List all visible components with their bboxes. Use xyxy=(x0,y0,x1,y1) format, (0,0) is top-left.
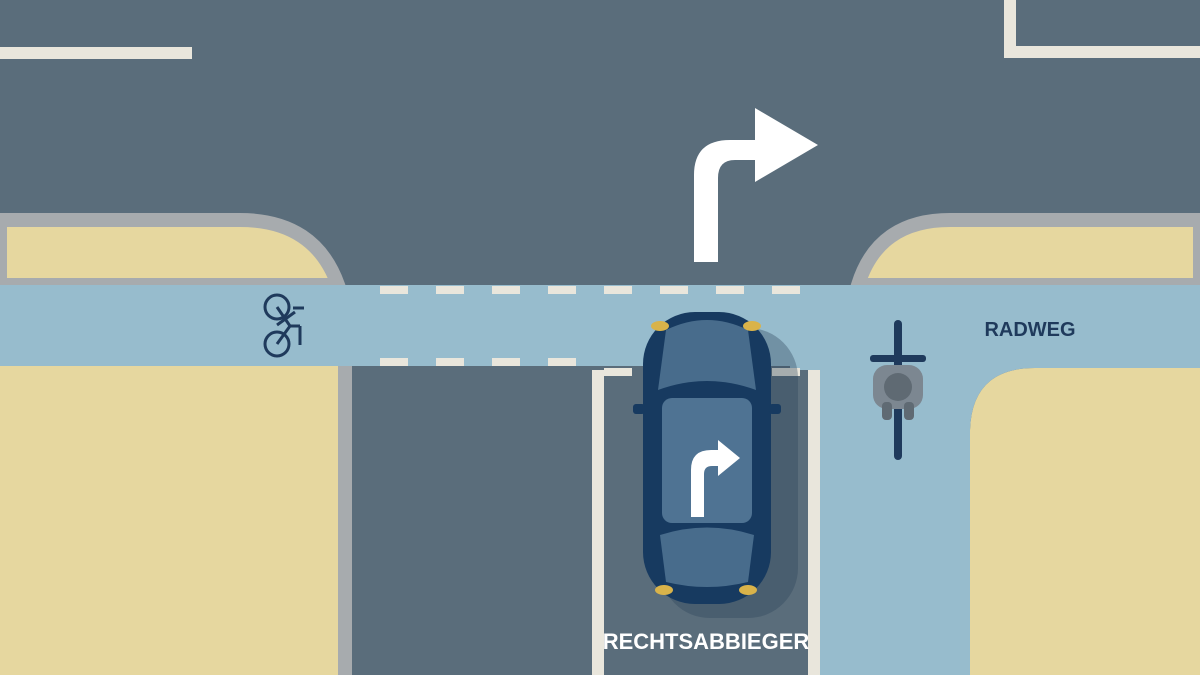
curb-bottom-left xyxy=(338,366,352,675)
sidewalk-top-right xyxy=(848,213,1200,292)
lane-marking-top-left xyxy=(0,47,192,59)
cyclist-icon xyxy=(870,320,926,460)
turn-lane-border-right xyxy=(808,370,820,675)
right-turn-arrow-icon xyxy=(694,108,818,262)
turn-lane-border-left xyxy=(592,370,604,675)
sidewalk-bottom-left xyxy=(0,366,338,675)
sidewalk-top-left xyxy=(0,213,348,292)
sidewalk-bottom-right xyxy=(970,368,1200,675)
lane-marking-top-right xyxy=(1004,0,1200,58)
turn-lane-label: RECHTSABBIEGER xyxy=(603,629,810,654)
car-turn-arrow-icon xyxy=(691,440,740,517)
bicycle-icon xyxy=(263,293,304,358)
bike-lane-label: RADWEG xyxy=(984,319,1075,341)
